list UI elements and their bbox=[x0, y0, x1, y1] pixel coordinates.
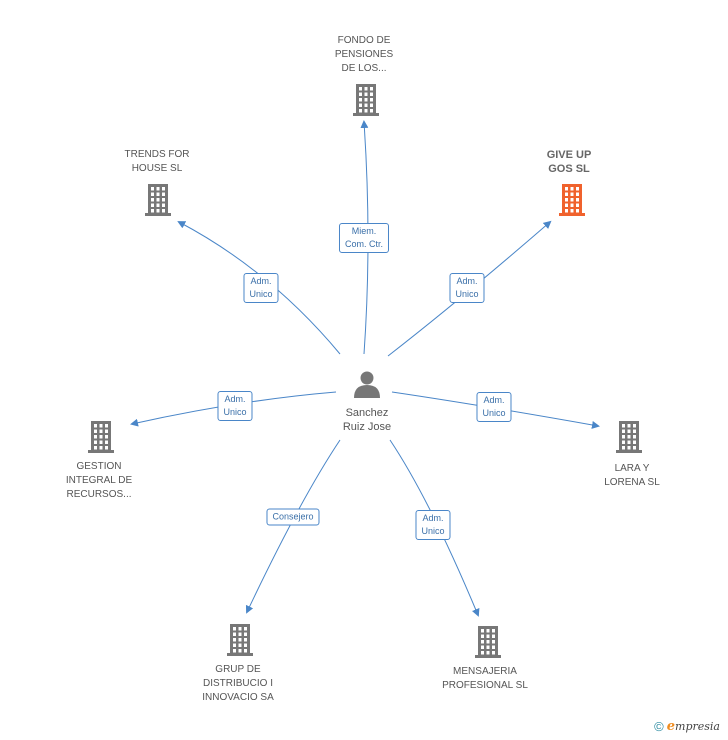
node-label-grup[interactable]: GRUP DE DISTRIBUCIO I INNOVACIO SA bbox=[202, 664, 274, 703]
brand-logo[interactable]: empresia bbox=[666, 719, 720, 734]
edge-badge-lara[interactable]: Adm. Unico bbox=[476, 392, 512, 422]
node-label-lara[interactable]: LARA Y LORENA SL bbox=[604, 463, 660, 488]
node-label-trends[interactable]: TRENDS FOR HOUSE SL bbox=[124, 149, 190, 174]
copyright-icon: © bbox=[654, 719, 664, 734]
node-label-mensajeria[interactable]: MENSAJERIA PROFESIONAL SL bbox=[442, 666, 528, 691]
center-person-label[interactable]: Sanchez Ruiz Jose bbox=[342, 407, 392, 433]
building-icon-mensajeria[interactable] bbox=[475, 626, 501, 658]
node-label-giveup[interactable]: GIVE UP GOS SL bbox=[546, 149, 592, 175]
node-label-fondo[interactable]: FONDO DE PENSIONES DE LOS... bbox=[334, 35, 394, 74]
edge-badge-grup[interactable]: Consejero bbox=[266, 508, 320, 526]
building-icon-gestion[interactable] bbox=[88, 421, 114, 453]
edge-badge-gestion[interactable]: Adm. Unico bbox=[217, 391, 253, 421]
building-icon-trends[interactable] bbox=[145, 184, 171, 216]
edge-badge-fondo[interactable]: Miem. Com. Ctr. bbox=[338, 223, 390, 253]
edge-badge-trends[interactable]: Adm. Unico bbox=[243, 273, 279, 303]
person-icon[interactable] bbox=[354, 371, 380, 399]
edge-grup bbox=[245, 439, 341, 614]
edge-badge-giveup[interactable]: Adm. Unico bbox=[449, 273, 485, 303]
edge-badge-mensajeria[interactable]: Adm. Unico bbox=[415, 510, 451, 540]
building-icon-fondo[interactable] bbox=[353, 84, 379, 116]
building-icon-giveup[interactable] bbox=[559, 184, 585, 216]
building-icon-grup[interactable] bbox=[227, 624, 253, 656]
footer: © empresia bbox=[654, 719, 720, 734]
building-icon-lara[interactable] bbox=[616, 421, 642, 453]
node-label-gestion[interactable]: GESTION INTEGRAL DE RECURSOS... bbox=[65, 461, 133, 500]
